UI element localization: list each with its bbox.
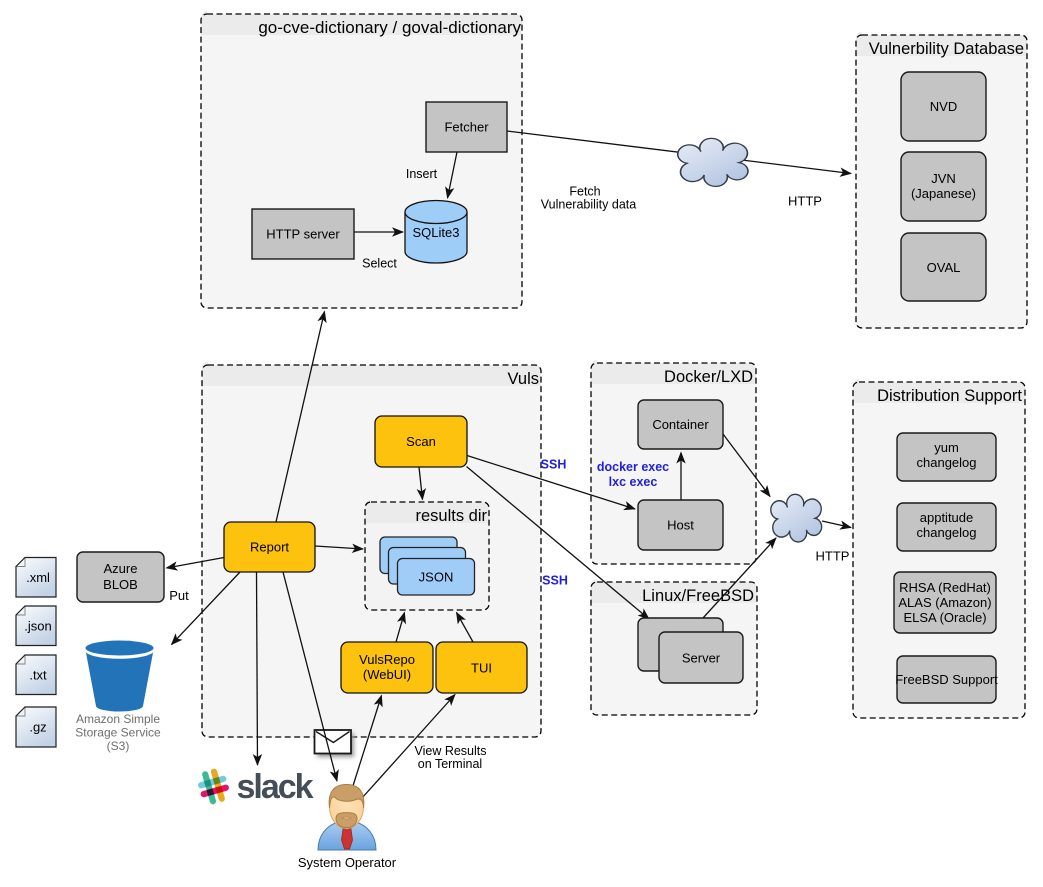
svg-text:Vulnerability data: Vulnerability data (541, 198, 636, 212)
svg-text:ALAS (Amazon): ALAS (Amazon) (898, 595, 991, 610)
svg-text:SQLite3: SQLite3 (413, 225, 460, 240)
svg-text:HTTP: HTTP (788, 194, 822, 209)
svg-text:lxc exec: lxc exec (609, 475, 658, 489)
svg-text:SSH: SSH (541, 458, 567, 472)
svg-text:TUI: TUI (471, 661, 492, 676)
svg-text:Select: Select (362, 257, 397, 271)
svg-text:yum: yum (934, 440, 959, 455)
svg-text:docker exec: docker exec (597, 460, 669, 474)
svg-text:Scan: Scan (406, 434, 436, 449)
svg-text:.txt: .txt (29, 668, 47, 683)
svg-text:Fetch: Fetch (569, 185, 600, 199)
svg-text:(S3): (S3) (107, 739, 130, 753)
svg-text:Distribution Support: Distribution Support (877, 387, 1022, 405)
svg-text:changelog: changelog (917, 525, 977, 540)
svg-text:Insert: Insert (406, 167, 438, 181)
svg-text:JSON: JSON (419, 570, 454, 585)
svg-text:Amazon Simple: Amazon Simple (76, 712, 160, 726)
svg-text:results dir: results dir (415, 507, 487, 525)
svg-text:apptitude: apptitude (920, 510, 974, 525)
svg-text:Storage Service: Storage Service (75, 726, 161, 740)
svg-text:Put: Put (169, 588, 189, 603)
svg-text:OVAL: OVAL (927, 260, 961, 275)
svg-text:Linux/FreeBSD: Linux/FreeBSD (642, 587, 754, 605)
svg-text:Server: Server (682, 651, 721, 666)
svg-text:slack: slack (237, 768, 314, 806)
svg-text:Azure: Azure (104, 561, 138, 576)
svg-text:BLOB: BLOB (103, 577, 138, 592)
svg-text:go-cve-dictionary / goval-dict: go-cve-dictionary / goval-dictionary (258, 18, 521, 37)
svg-text:changelog: changelog (917, 455, 977, 470)
svg-text:on Terminal: on Terminal (418, 757, 482, 771)
svg-text:RHSA (RedHat): RHSA (RedHat) (899, 580, 991, 595)
svg-text:.json: .json (24, 619, 51, 634)
svg-text:Fetcher: Fetcher (444, 120, 489, 135)
svg-text:HTTP server: HTTP server (266, 227, 340, 242)
svg-text:Vulnerbility Database: Vulnerbility Database (869, 40, 1024, 58)
svg-text:SSH: SSH (542, 574, 568, 588)
svg-text:VulsRepo: VulsRepo (359, 652, 415, 667)
svg-text:Container: Container (652, 417, 709, 432)
svg-text:Vuls: Vuls (508, 370, 540, 388)
svg-text:Docker/LXD: Docker/LXD (664, 368, 753, 386)
svg-text:(Japanese): (Japanese) (911, 186, 976, 201)
svg-text:Host: Host (667, 518, 694, 533)
svg-text:ELSA (Oracle): ELSA (Oracle) (903, 610, 986, 625)
svg-text:FreeBSD Support: FreeBSD Support (895, 672, 998, 687)
svg-text:View Results: View Results (414, 744, 486, 758)
svg-text:JVN: JVN (931, 171, 956, 186)
svg-text:System Operator: System Operator (298, 855, 397, 870)
svg-text:HTTP: HTTP (816, 549, 850, 564)
svg-text:NVD: NVD (930, 99, 957, 114)
svg-text:(WebUI): (WebUI) (363, 667, 411, 682)
svg-text:.gz: .gz (29, 720, 46, 735)
svg-text:Report: Report (250, 540, 289, 555)
svg-text:.xml: .xml (26, 570, 50, 585)
